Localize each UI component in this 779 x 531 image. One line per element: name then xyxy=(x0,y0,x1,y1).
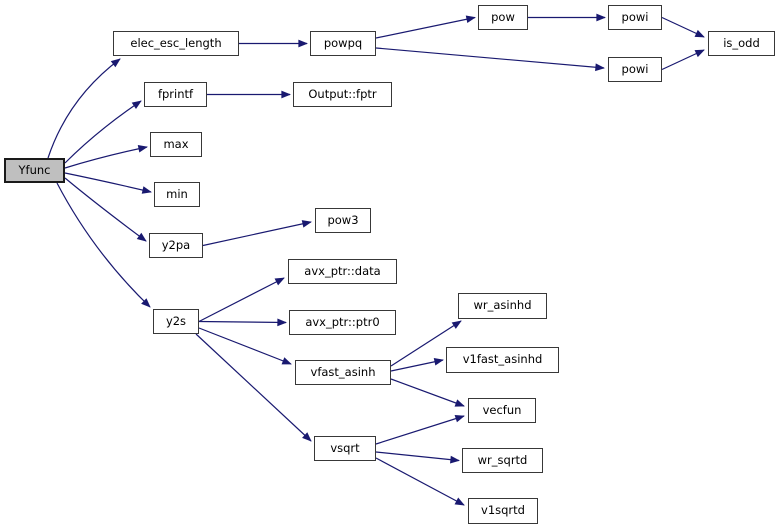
graph-node-pow3[interactable]: pow3 xyxy=(315,208,371,233)
graph-node-pow[interactable]: pow xyxy=(478,5,528,30)
graph-node-v1fast_asinhd[interactable]: v1fast_asinhd xyxy=(446,347,559,373)
graph-node-powi_a[interactable]: powi xyxy=(608,5,662,30)
graph-node-powi_b[interactable]: powi xyxy=(608,57,662,82)
graph-node-y2pa[interactable]: y2pa xyxy=(149,233,203,258)
edge-y2s-to-vfast_asinh xyxy=(198,327,292,365)
graph-node-avx_data[interactable]: avx_ptr::data xyxy=(288,259,397,284)
graph-node-yfunc: Yfunc xyxy=(4,158,65,183)
graph-node-powpq[interactable]: powpq xyxy=(310,31,376,56)
edge-powi_a-to-is_odd xyxy=(661,16,705,38)
graph-node-max[interactable]: max xyxy=(150,132,202,157)
graph-node-vecfun[interactable]: vecfun xyxy=(468,398,536,423)
graph-node-v1sqrtd[interactable]: v1sqrtd xyxy=(468,498,538,524)
graph-node-vsqrt[interactable]: vsqrt xyxy=(314,436,376,461)
edge-yfunc-to-y2s xyxy=(56,182,151,308)
graph-node-elec_esc_length[interactable]: elec_esc_length xyxy=(113,31,239,56)
graph-node-wr_sqrtd[interactable]: wr_sqrtd xyxy=(462,448,543,473)
graph-node-vfast_asinh[interactable]: vfast_asinh xyxy=(295,360,391,385)
graph-node-fprintf[interactable]: fprintf xyxy=(144,82,207,107)
edge-yfunc-to-fprintf xyxy=(64,100,142,164)
edge-y2pa-to-pow3 xyxy=(202,220,312,247)
edge-powi_b-to-is_odd xyxy=(661,49,705,71)
edge-yfunc-to-min xyxy=(64,172,152,194)
edge-vsqrt-to-v1sqrtd xyxy=(375,457,465,506)
edge-vfast_asinh-to-vecfun xyxy=(390,378,465,407)
edge-y2s-to-vsqrt xyxy=(195,333,312,442)
edge-powpq-to-powi_b xyxy=(375,47,605,72)
graph-node-y2s[interactable]: y2s xyxy=(153,309,199,334)
edge-vfast_asinh-to-v1fast_asinhd xyxy=(390,358,444,372)
edge-yfunc-to-elec_esc_length xyxy=(47,58,121,159)
graph-node-is_odd[interactable]: is_odd xyxy=(708,31,775,56)
graph-node-wr_asinhd[interactable]: wr_asinhd xyxy=(458,293,547,319)
edge-y2s-to-avx_ptr0 xyxy=(198,318,287,327)
graph-node-output_fptr[interactable]: Output::fptr xyxy=(293,82,392,107)
edge-vsqrt-to-vecfun xyxy=(375,414,465,445)
graph-node-avx_ptr0[interactable]: avx_ptr::ptr0 xyxy=(289,310,396,335)
edge-vfast_asinh-to-wr_asinhd xyxy=(390,320,462,367)
edge-y2s-to-avx_data xyxy=(198,277,285,323)
edge-group xyxy=(47,13,705,506)
edge-vsqrt-to-wr_sqrtd xyxy=(375,451,460,464)
edge-powpq-to-pow xyxy=(375,15,476,39)
edge-yfunc-to-y2pa xyxy=(64,177,147,242)
graph-node-min[interactable]: min xyxy=(154,182,200,207)
edge-yfunc-to-max xyxy=(64,145,148,169)
